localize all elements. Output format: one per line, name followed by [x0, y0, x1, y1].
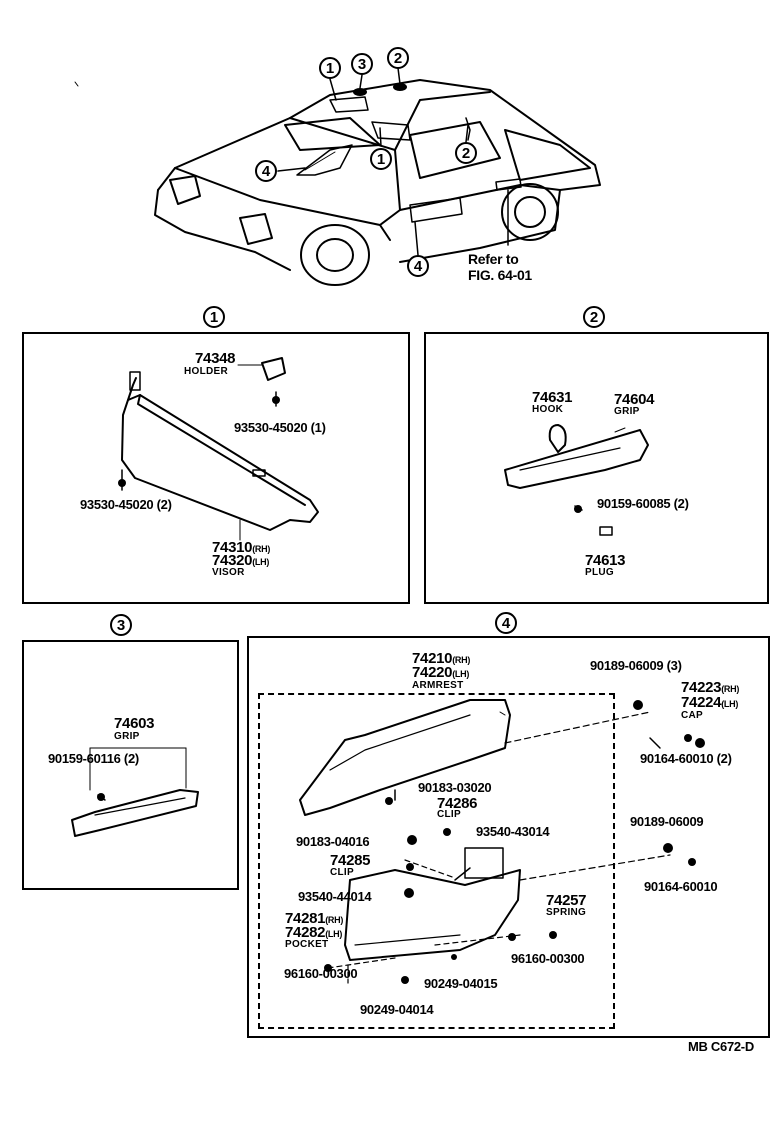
part-name-holder: HOLDER	[184, 366, 229, 377]
callout-2-car-pillar: 2	[455, 142, 477, 164]
part-name-hook: HOOK	[532, 404, 564, 415]
callout-2-car-roof: 2	[387, 47, 409, 69]
part-number-visor-rh: 74310(RH)	[212, 539, 271, 556]
screw-90189-06009-b: 90189-06009	[630, 814, 704, 829]
panel-3-header: 3	[110, 614, 132, 636]
part-number-plug: 74613	[585, 552, 626, 569]
panel-visor	[22, 332, 410, 604]
part-name-grip-2: GRIP	[614, 406, 640, 417]
armrest-assembly-boundary	[258, 693, 615, 1029]
screw-90164-60010-a: 90164-60010 (2)	[640, 751, 732, 766]
armrest-pocket-illustration	[299, 699, 671, 986]
callout-1-car-visor-left: 1	[319, 57, 341, 79]
panel-1-header: 1	[203, 306, 225, 328]
screw-90183-04016: 90183-04016	[296, 834, 370, 849]
armrest-lh-suffix: (LH)	[452, 669, 470, 679]
screw-93530-a: 93530-45020 (1)	[234, 420, 326, 435]
part-name-plug: PLUG	[585, 567, 614, 578]
screw-93540-44014: 93540-44014	[298, 889, 372, 904]
screw-90189-06009-a: 90189-06009 (3)	[590, 658, 682, 673]
screw-90183-03020: 90183-03020	[418, 780, 492, 795]
part-number-grip-2: 74604	[614, 391, 655, 408]
part-number-clip-74285: 74285	[330, 852, 371, 869]
part-number-cap-lh: 74224(LH)	[681, 694, 739, 711]
car-illustration	[74, 67, 601, 286]
figure-code: MB C672-D	[688, 1039, 754, 1054]
cap-lh-suffix: (LH)	[721, 699, 739, 709]
part-name-visor: VISOR	[212, 567, 245, 578]
screw-90249-04015: 90249-04015	[424, 976, 498, 991]
screw-90164-60010-b: 90164-60010	[644, 879, 718, 894]
grip-illustration	[71, 747, 199, 837]
part-number-pocket-lh: 74282(LH)	[285, 924, 343, 941]
callout-1-car-visor-right: 1	[370, 148, 392, 170]
screw-96160-00300-b: 96160-00300	[511, 951, 585, 966]
screw-90249-04014: 90249-04014	[360, 1002, 434, 1017]
panel-armrest-pocket	[247, 636, 770, 1038]
refer-to-label: Refer to	[468, 251, 519, 267]
part-name-grip-3: GRIP	[114, 731, 140, 742]
screw-96160-00300-a: 96160-00300	[284, 966, 358, 981]
part-number-pocket-rh: 74281(RH)	[285, 910, 344, 927]
armrest-rh-suffix: (RH)	[452, 655, 471, 665]
part-number-holder: 74348	[195, 350, 236, 367]
part-number-hook: 74631	[532, 389, 573, 406]
part-number-cap-rh: 74223(RH)	[681, 679, 740, 696]
screw-93540-43014: 93540-43014	[476, 824, 550, 839]
panel-grip	[22, 640, 239, 890]
panel-2-header: 2	[583, 306, 605, 328]
visor-lh-suffix: (LH)	[252, 557, 270, 567]
part-name-cap: CAP	[681, 710, 704, 721]
cap-rh-suffix: (RH)	[721, 684, 740, 694]
screw-90159-60116: 90159-60116 (2)	[48, 751, 139, 766]
callout-4-car-door: 4	[407, 255, 429, 277]
part-name-spring: SPRING	[546, 907, 587, 918]
part-name-clip-74286: CLIP	[437, 809, 461, 820]
part-number-visor-lh: 74320(LH)	[212, 552, 270, 569]
visor-rh-suffix: (RH)	[252, 544, 271, 554]
panel-grip-hook	[424, 332, 769, 604]
part-number-grip-3: 74603	[114, 715, 155, 732]
panel-4-header: 4	[495, 612, 517, 634]
part-number-clip-74286: 74286	[437, 795, 478, 812]
part-number-spring: 74257	[546, 892, 587, 909]
callout-3-car-roof: 3	[351, 53, 373, 75]
part-name-pocket: POCKET	[285, 939, 329, 950]
screw-90159-60085: 90159-60085 (2)	[597, 496, 689, 511]
callout-4-car-console: 4	[255, 160, 277, 182]
part-name-armrest: ARMREST	[412, 680, 464, 691]
part-name-clip-74285: CLIP	[330, 867, 354, 878]
screw-93530-b: 93530-45020 (2)	[80, 497, 172, 512]
fasteners	[97, 396, 705, 984]
pocket-rh-suffix: (RH)	[325, 915, 344, 925]
pocket-lh-suffix: (LH)	[325, 929, 343, 939]
part-number-armrest-lh: 74220(LH)	[412, 664, 470, 681]
part-number-armrest-rh: 74210(RH)	[412, 650, 471, 667]
refer-fig-label: FIG. 64-01	[468, 267, 532, 283]
